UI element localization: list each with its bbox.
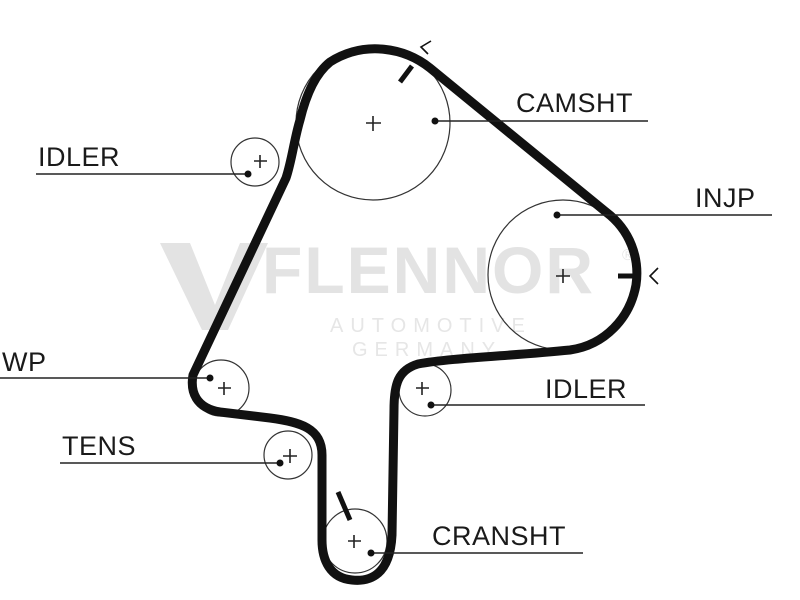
leaders <box>0 117 772 557</box>
camshaft-timing-arrow-icon <box>419 40 432 55</box>
idler-top-center-cross <box>254 155 267 168</box>
injection-pump-leader-dot <box>553 211 561 219</box>
camshaft-label: CAMSHT <box>516 88 633 118</box>
camshaft-timing-mark <box>398 64 414 84</box>
tensioner-center-cross <box>283 449 297 463</box>
water-pump-leader-dot <box>206 374 214 382</box>
timing-marks <box>335 40 659 521</box>
water-pump-center-cross <box>218 382 231 395</box>
tensioner-pulley <box>263 430 313 480</box>
watermark-brand: FLENNOR <box>262 233 595 307</box>
crankshaft-leader-dot <box>367 549 375 557</box>
crankshaft-label: CRANSHT <box>432 521 566 551</box>
idler-top-leader-dot <box>244 170 252 178</box>
camshaft-leader-dot <box>431 117 439 125</box>
camshaft-center-cross <box>366 116 381 131</box>
tensioner-label: TENS <box>62 431 136 461</box>
tensioner-leader-dot <box>276 459 284 467</box>
crankshaft-center-cross <box>348 535 361 548</box>
center-marks <box>218 116 570 548</box>
injection-pump-label: INJP <box>695 183 756 213</box>
idler-top-pulley <box>230 137 280 187</box>
timing-belt <box>187 44 642 585</box>
watermark-line1: AUTOMOTIVE <box>330 315 532 337</box>
idler-right-center-cross <box>416 382 429 395</box>
water-pump-label: WP <box>2 347 47 377</box>
watermark: FLENNOR ® AUTOMOTIVE GERMANY <box>160 233 634 361</box>
crankshaft-timing-mark <box>335 491 353 521</box>
idler-right-label: IDLER <box>545 374 627 404</box>
injection-pump-center-cross <box>556 269 570 283</box>
injection-pump-timing-arrow-icon <box>648 267 659 285</box>
idler-top-label: IDLER <box>38 142 120 172</box>
idler-right-leader-dot <box>427 401 435 409</box>
